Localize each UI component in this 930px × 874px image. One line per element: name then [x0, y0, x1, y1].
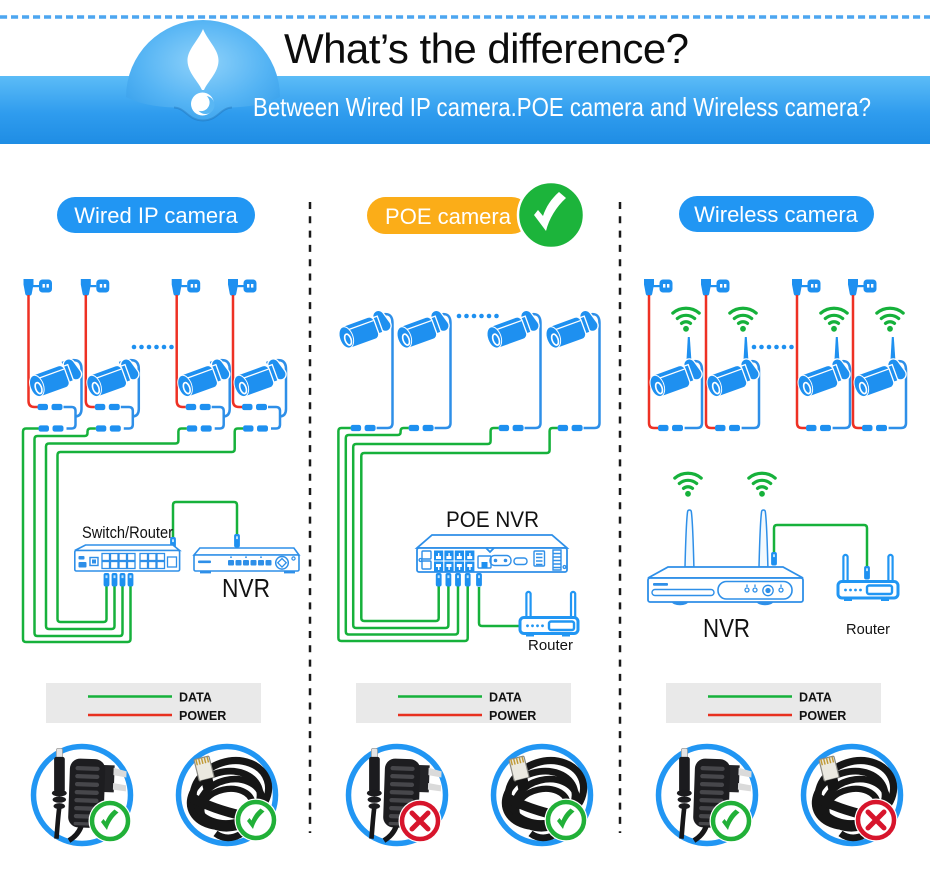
svg-text:POWER: POWER: [799, 709, 846, 723]
svg-text:Wireless camera: Wireless camera: [694, 202, 859, 227]
svg-text:DATA: DATA: [489, 691, 522, 705]
svg-text:Switch/Router: Switch/Router: [82, 523, 173, 542]
svg-text:Between Wired IP camera.POE ca: Between Wired IP camera.POE camera and W…: [253, 92, 871, 122]
svg-text:Wired IP camera: Wired IP camera: [74, 203, 238, 228]
svg-text:NVR: NVR: [222, 573, 270, 603]
svg-text:Router: Router: [846, 621, 890, 638]
svg-text:POE NVR: POE NVR: [446, 507, 539, 532]
svg-text:POWER: POWER: [489, 709, 536, 723]
svg-text:POE camera: POE camera: [385, 204, 512, 229]
svg-text:NVR: NVR: [703, 613, 750, 643]
svg-text:POWER: POWER: [179, 709, 226, 723]
svg-text:DATA: DATA: [179, 691, 212, 705]
svg-text:DATA: DATA: [799, 691, 832, 705]
svg-text:What’s the difference?: What’s the difference?: [284, 25, 689, 72]
svg-text:Router: Router: [528, 638, 573, 654]
